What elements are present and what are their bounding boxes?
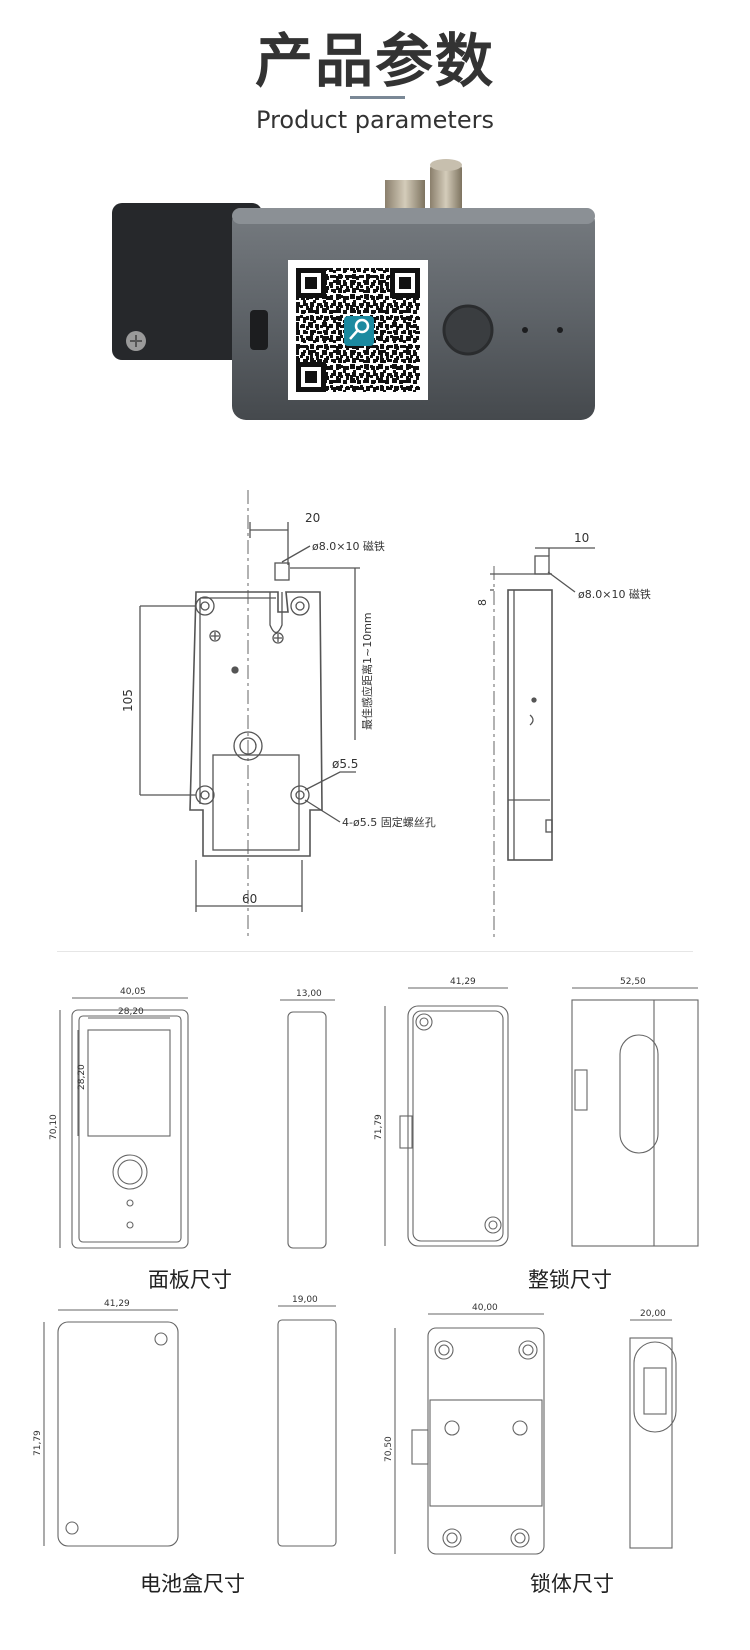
section-divider <box>57 951 693 952</box>
dim-105: 105 <box>121 689 135 712</box>
product-photo <box>112 159 595 420</box>
caption-body: 锁体尺寸 <box>530 1572 614 1596</box>
battery-side <box>277 1319 337 1547</box>
lock-front <box>407 1005 509 1247</box>
panel-front <box>71 1009 189 1249</box>
detail-drawings <box>43 987 699 1555</box>
lock-height: 71,79 <box>374 1114 384 1140</box>
page-subtitle: Product parameters <box>256 106 494 134</box>
dim-20: 20 <box>305 511 320 525</box>
magnet-block <box>274 562 290 581</box>
fingerprint-sensor <box>442 304 494 356</box>
panel-side <box>287 1011 327 1249</box>
panel-window-width: 28,20 <box>118 1007 144 1017</box>
body-side <box>629 1337 673 1549</box>
body-depth: 20,00 <box>640 1309 666 1319</box>
lock-width: 41,29 <box>450 977 476 987</box>
battery-width: 41,29 <box>104 1299 130 1309</box>
caption-lock: 整锁尺寸 <box>528 1268 612 1292</box>
side-drawing <box>490 547 595 940</box>
side-magnet <box>534 555 550 575</box>
body-height: 70,50 <box>384 1436 394 1462</box>
body-front <box>427 1327 545 1555</box>
magnet-label-left: ø8.0×10 磁铁 <box>312 540 385 553</box>
dim-60: 60 <box>242 892 257 906</box>
slot <box>250 310 268 350</box>
body-width: 40,00 <box>472 1303 498 1313</box>
magnet-label-right: ø8.0×10 磁铁 <box>578 588 651 601</box>
dim-8: 8 <box>476 599 489 606</box>
battery-height: 71,79 <box>33 1430 43 1456</box>
panel-width: 40,05 <box>120 987 146 997</box>
caption-battery: 电池盒尺寸 <box>140 1572 245 1596</box>
front-drawing <box>139 490 360 940</box>
title-divider <box>350 96 405 99</box>
panel-depth: 13,00 <box>296 989 322 999</box>
mounting-plate <box>112 203 262 360</box>
panel-height: 70,10 <box>49 1114 59 1140</box>
caption-panel: 面板尺寸 <box>148 1268 232 1292</box>
mount-holes-label: 4-ø5.5 固定螺丝孔 <box>342 815 436 829</box>
lock-side <box>571 999 699 1247</box>
lock-depth: 52,50 <box>620 977 646 987</box>
dim-10: 10 <box>574 531 589 545</box>
sensing-range-label: 最佳感应距离1~10mm <box>360 612 374 730</box>
panel-window-height: 28,20 <box>77 1064 87 1090</box>
hole-diameter-label: ø5.5 <box>332 757 358 771</box>
battery-front <box>57 1321 179 1547</box>
battery-depth: 19,00 <box>292 1295 318 1305</box>
page-title: 产品参数 <box>254 27 495 95</box>
